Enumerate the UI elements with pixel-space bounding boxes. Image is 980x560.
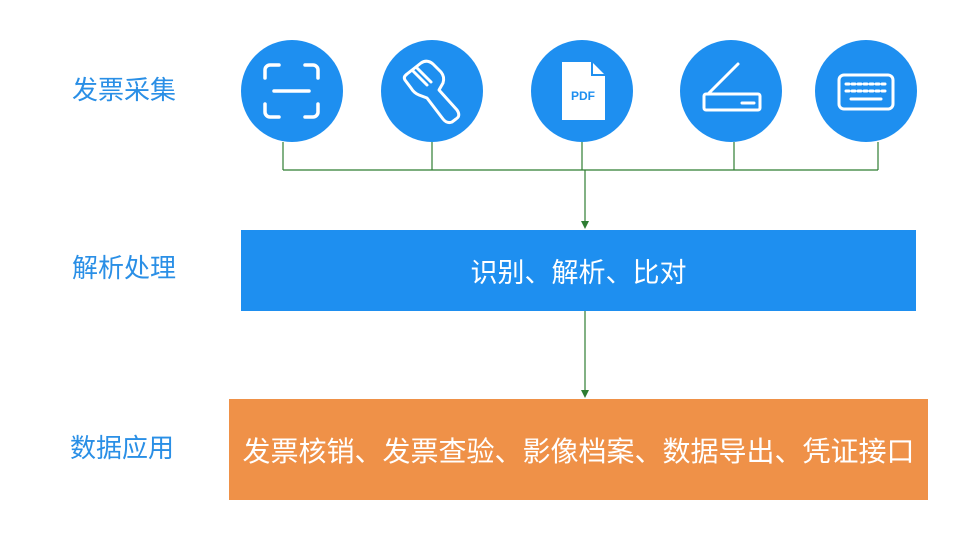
pdf-icon-text: PDF — [571, 89, 595, 103]
source-scan-frame — [241, 40, 343, 142]
flatbed-scanner-icon — [702, 62, 762, 112]
stage-label-collect: 发票采集 — [72, 76, 177, 106]
source-flatbed-scanner — [680, 40, 782, 142]
process-box: 识别、解析、比对 — [241, 230, 916, 311]
source-barcode-scanner — [381, 40, 483, 142]
barcode-scanner-icon — [402, 59, 461, 125]
keyboard-icon — [837, 73, 895, 111]
source-keyboard — [815, 40, 917, 142]
pdf-file-icon: PDF — [562, 62, 605, 120]
application-box: 发票核销、发票查验、影像档案、数据导出、凭证接口 — [229, 399, 928, 500]
stage-label-process: 解析处理 — [72, 254, 177, 284]
application-box-text: 发票核销、发票查验、影像档案、数据导出、凭证接口 — [242, 434, 915, 468]
process-box-text: 识别、解析、比对 — [470, 258, 687, 289]
stage-label-apply: 数据应用 — [70, 434, 175, 464]
scan-frame-icon — [263, 63, 320, 119]
source-pdf-file: PDF — [531, 40, 633, 142]
